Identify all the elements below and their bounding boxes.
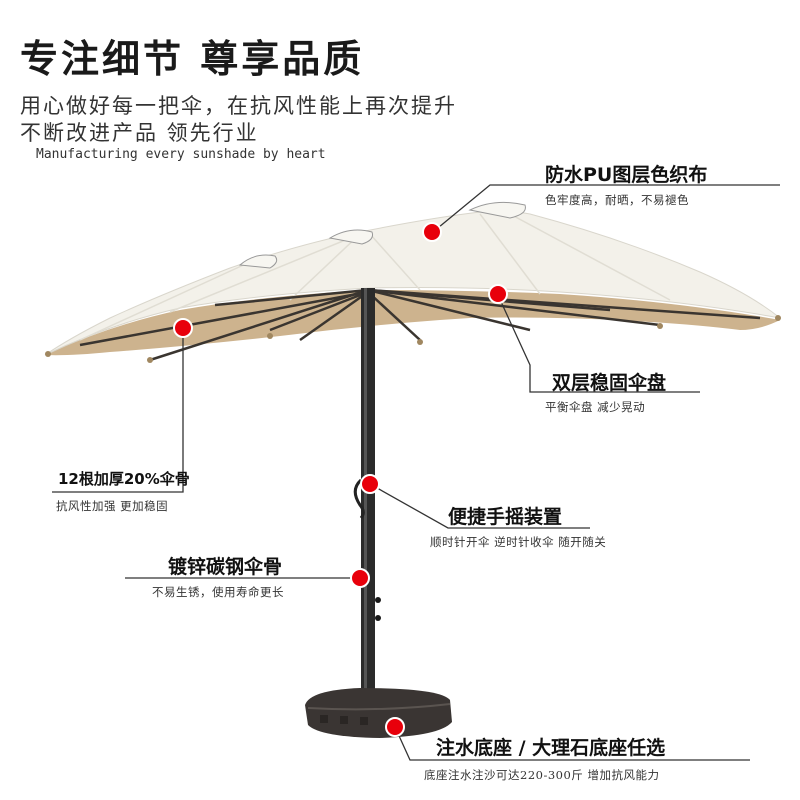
feature-desc-base: 底座注水注沙可达220-300斤 增加抗风能力 bbox=[424, 768, 660, 782]
red-markers bbox=[173, 222, 508, 737]
rib-tips bbox=[45, 315, 781, 363]
feature-title-ribs: 12根加厚20%伞骨 bbox=[58, 470, 190, 488]
feature-title-fabric: 防水PU图层色织布 bbox=[545, 164, 708, 186]
canopy-seams bbox=[79, 213, 671, 341]
english-tagline: Manufacturing every sunshade by heart bbox=[36, 147, 326, 162]
marker-hub bbox=[488, 284, 508, 304]
subtitle-line-2: 不断改进产品 领先行业 bbox=[20, 121, 259, 145]
feature-desc-crank: 顺时针开伞 逆时针收伞 随开随关 bbox=[430, 535, 607, 549]
marker-pole bbox=[350, 568, 370, 588]
canopy-vents bbox=[238, 201, 526, 269]
marker-base bbox=[385, 717, 405, 737]
feature-title-crank: 便捷手摇装置 bbox=[448, 506, 563, 528]
page-title: 专注细节 尊享品质 bbox=[20, 37, 365, 81]
feature-desc-steel: 不易生锈，使用寿命更长 bbox=[152, 585, 284, 599]
marker-canopy bbox=[422, 222, 442, 242]
canopy-top bbox=[44, 210, 781, 356]
umbrella-ribs bbox=[79, 288, 761, 362]
pole-bolts bbox=[375, 597, 381, 621]
leader-lines bbox=[52, 184, 780, 761]
feature-title-hub: 双层稳固伞盘 bbox=[552, 372, 667, 394]
feature-desc-ribs: 抗风性加强 更加稳固 bbox=[56, 499, 169, 513]
marker-crank bbox=[360, 474, 380, 494]
marker-rib bbox=[173, 318, 193, 338]
feature-desc-hub: 平衡伞盘 减少晃动 bbox=[545, 400, 646, 414]
umbrella-pole bbox=[361, 288, 375, 708]
umbrella-base bbox=[305, 688, 452, 738]
feature-desc-fabric: 色牢度高，耐晒，不易褪色 bbox=[545, 193, 689, 207]
crank-handle bbox=[353, 478, 365, 519]
feature-title-steel: 镀锌碳钢伞骨 bbox=[168, 556, 283, 578]
subtitle-line-1: 用心做好每一把伞，在抗风性能上再次提升 bbox=[20, 94, 457, 118]
feature-title-base: 注水底座 / 大理石底座任选 bbox=[436, 737, 666, 759]
